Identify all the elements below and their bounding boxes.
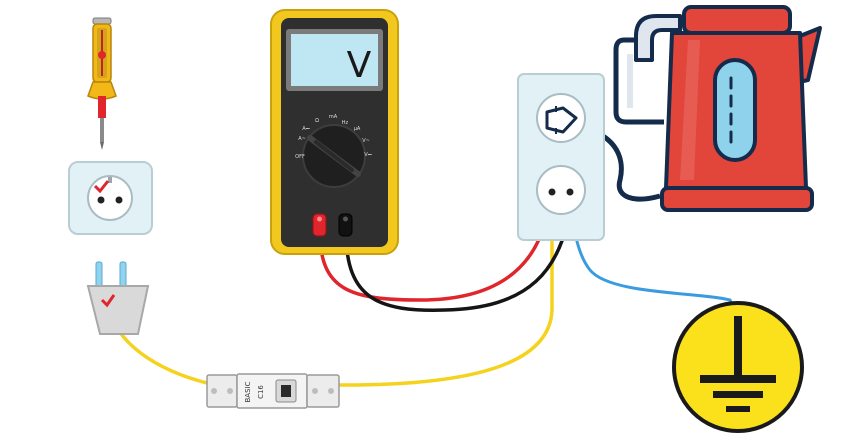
electric-kettle-icon: [613, 5, 822, 212]
red-probe-lead: [318, 191, 552, 302]
breaker-brand-label: BASIC: [244, 381, 252, 402]
breaker-toggle: [281, 385, 291, 397]
voltage-tester-screwdriver-icon: [87, 17, 117, 150]
check-mark-icon: [100, 294, 116, 308]
wires: [108, 125, 740, 387]
circuit-breaker-icon: BASIC C16: [206, 373, 340, 409]
ground-symbol-icon: [672, 301, 804, 433]
plug-icon: [86, 261, 150, 335]
check-mark-icon: [93, 180, 110, 194]
power-socket-icon: [68, 161, 153, 235]
dial-label: V~: [362, 138, 370, 144]
multimeter-dial: Ω Hz mA μA V~ V⎓ OFF A~ A⎓: [295, 114, 372, 188]
phase-wire: [108, 135, 554, 387]
dial-label: Hz: [342, 120, 349, 126]
black-probe-jack: [338, 213, 353, 237]
water-level-window: [713, 58, 757, 162]
multimeter-display: [291, 34, 378, 86]
dial-label: mA: [329, 114, 338, 120]
kettle-plug-icon: [545, 106, 578, 134]
double-socket-icon: [517, 73, 605, 241]
dial-label: OFF: [295, 154, 305, 160]
dial-label: V⎓: [364, 152, 371, 158]
dial-label: Ω: [315, 118, 319, 124]
dial-label: A~: [298, 136, 306, 142]
dial-label: μA: [354, 126, 361, 132]
dial-label: A⎓: [302, 126, 309, 132]
black-probe-lead: [344, 191, 574, 312]
lower-socket: [536, 165, 586, 215]
multimeter-display-readout: V: [347, 45, 372, 86]
multimeter-icon: V Ω Hz mA μA V~ V⎓ OFF A~ A⎓: [270, 9, 399, 255]
breaker-rating-label: C16: [257, 385, 265, 399]
red-probe-jack: [312, 213, 327, 237]
